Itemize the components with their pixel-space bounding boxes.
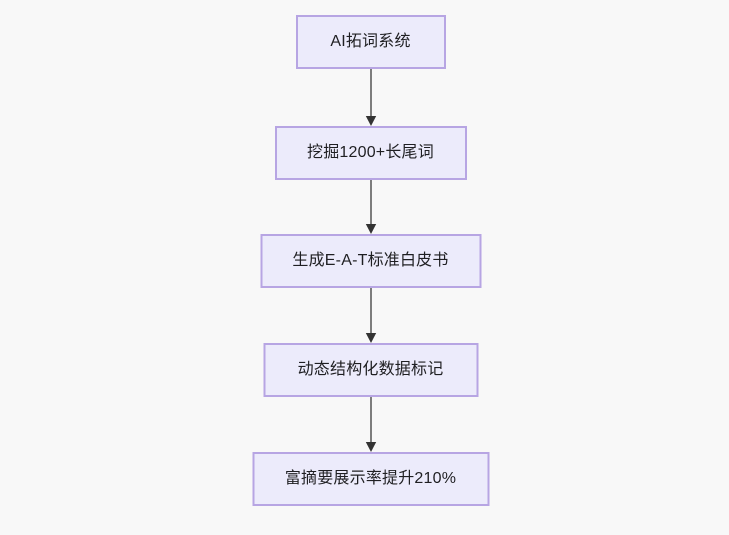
flowchart-node-label: 挖掘1200+长尾词 — [307, 144, 434, 161]
flowchart-node-label: 富摘要展示率提升210% — [284, 470, 457, 487]
flowchart-node-label: 生成E-A-T标准白皮书 — [292, 252, 449, 269]
flowchart-node-label: 动态结构化数据标记 — [297, 361, 444, 378]
flowchart-node-n4[interactable]: 动态结构化数据标记 — [263, 343, 478, 397]
flowchart-node-n2[interactable]: 挖掘1200+长尾词 — [274, 126, 467, 180]
flowchart-edge-n2-n3 — [364, 180, 378, 234]
flowchart-node-n1[interactable]: AI拓词系统 — [295, 15, 446, 69]
flowchart-edge-n4-n5 — [364, 397, 378, 452]
flowchart-edge-n1-n2 — [364, 69, 378, 126]
flowchart-node-n3[interactable]: 生成E-A-T标准白皮书 — [260, 234, 481, 288]
flowchart-node-n5[interactable]: 富摘要展示率提升210% — [252, 452, 489, 506]
flowchart-edge-n3-n4 — [364, 288, 378, 343]
flowchart-node-label: AI拓词系统 — [330, 33, 411, 50]
